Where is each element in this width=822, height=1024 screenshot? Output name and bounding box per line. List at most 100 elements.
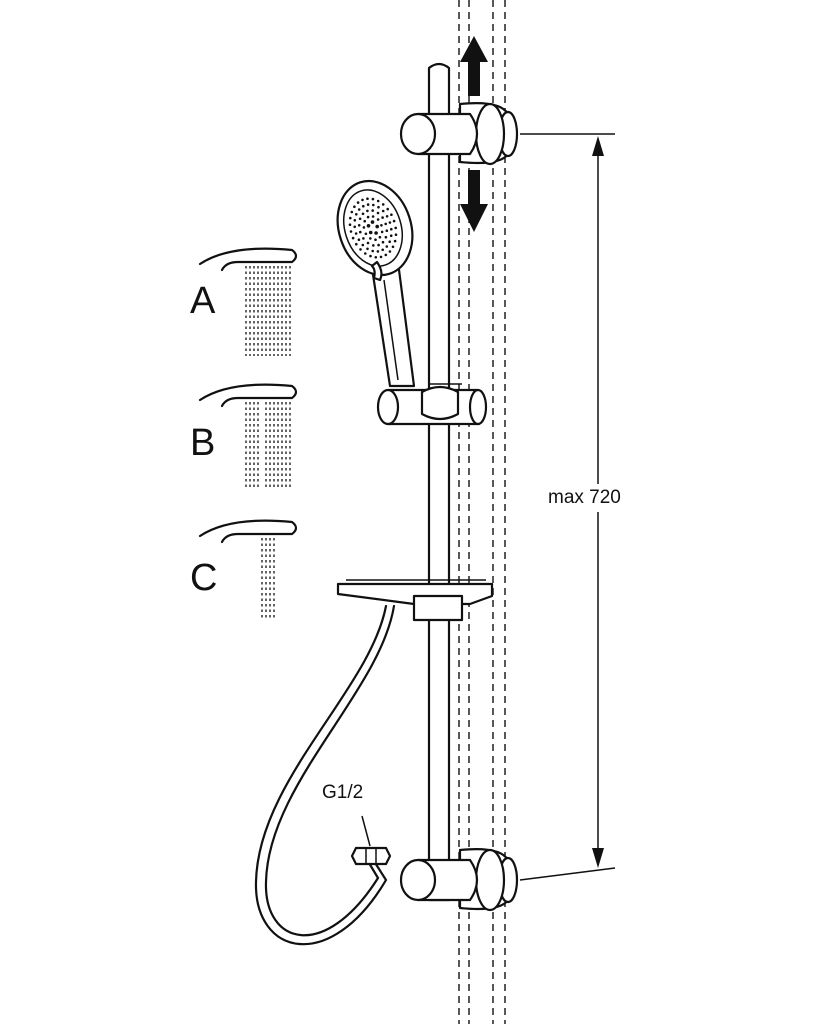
nozzle-dot xyxy=(362,237,365,240)
nozzle-dot xyxy=(361,212,365,216)
nozzle-dot xyxy=(366,247,369,251)
nozzle-dot xyxy=(355,213,358,216)
nozzle-dot xyxy=(376,211,380,215)
mode-c-label: C xyxy=(190,557,217,599)
nozzle-dot xyxy=(349,216,352,220)
nozzle-dot xyxy=(366,209,369,213)
nozzle-dot xyxy=(364,232,368,236)
hose-nut xyxy=(350,815,392,866)
dimension-label: max 720 xyxy=(548,487,621,508)
adjust-down-arrow-icon xyxy=(460,170,488,232)
nozzle-dot xyxy=(370,220,375,224)
spray-b-pattern xyxy=(245,402,291,490)
nozzle-dot xyxy=(372,203,375,207)
shower-head-nozzles xyxy=(348,197,398,259)
nozzle-dot xyxy=(372,244,375,247)
nozzle-dot xyxy=(388,240,392,243)
nozzle-dot xyxy=(381,216,384,219)
nozzle-dot xyxy=(376,218,380,221)
nozzle-dot xyxy=(362,226,366,229)
nozzle-dot xyxy=(349,230,353,233)
spray-mode-a-icon xyxy=(198,247,298,356)
nozzle-dot xyxy=(389,234,393,237)
nozzle-dot xyxy=(384,222,388,226)
nozzle-dot xyxy=(358,217,362,221)
nozzle-dot xyxy=(393,239,397,243)
nozzle-dot xyxy=(369,254,372,258)
thread-size-label: G1/2 xyxy=(322,782,363,803)
nozzle-dot xyxy=(366,197,369,200)
nozzle-dot xyxy=(354,232,358,235)
mode-b-label: B xyxy=(190,422,215,464)
nozzle-dot xyxy=(379,255,383,259)
nozzle-dot xyxy=(391,245,395,249)
nozzle-dot xyxy=(385,229,389,232)
nozzle-dot xyxy=(380,230,384,234)
shower-hose xyxy=(254,604,396,946)
nozzle-dot xyxy=(376,199,380,203)
nozzle-dot xyxy=(390,227,393,231)
nozzle-dot xyxy=(356,201,360,204)
nozzle-dot xyxy=(366,215,370,219)
nozzle-dot xyxy=(374,238,377,241)
nozzle-dot xyxy=(371,209,375,212)
nozzle-dot xyxy=(357,224,361,227)
nozzle-dot xyxy=(359,230,362,234)
hand-shower xyxy=(336,179,416,388)
nozzle-dot xyxy=(381,203,385,206)
nozzle-dot xyxy=(374,231,378,235)
mode-a-label: A xyxy=(190,280,216,322)
nozzle-dot xyxy=(361,243,365,247)
slide-rail xyxy=(427,62,451,902)
nozzle-dot xyxy=(351,236,355,240)
nozzle-dot xyxy=(363,219,367,223)
nozzle-dot xyxy=(378,235,382,239)
nozzle-dot xyxy=(381,240,385,244)
nozzle-dot xyxy=(381,248,385,252)
soap-dish xyxy=(336,579,494,622)
adjust-up-arrow-icon xyxy=(460,36,488,96)
nozzle-dot xyxy=(377,205,380,209)
nozzle-dot xyxy=(384,253,388,257)
nozzle-dot xyxy=(364,252,367,255)
nozzle-dot xyxy=(392,219,396,223)
nozzle-dot xyxy=(357,238,361,241)
nozzle-dot xyxy=(394,226,398,230)
nozzle-dot xyxy=(385,245,389,248)
nozzle-dot xyxy=(348,223,352,226)
nozzle-dot xyxy=(388,221,392,224)
nozzle-dot xyxy=(359,248,362,251)
nozzle-dot xyxy=(384,235,388,239)
nozzle-dot xyxy=(362,204,365,208)
bottom-wall-bracket xyxy=(399,848,519,912)
nozzle-dot xyxy=(388,250,392,253)
nozzle-dot xyxy=(369,237,372,240)
nozzle-dot xyxy=(353,205,356,208)
top-wall-bracket xyxy=(399,102,519,166)
nozzle-dot xyxy=(390,213,393,216)
nozzle-dot xyxy=(371,215,375,218)
nozzle-dot xyxy=(380,224,383,227)
nozzle-dot xyxy=(355,242,358,246)
nozzle-dot xyxy=(374,255,378,259)
nozzle-dot xyxy=(371,197,375,201)
nozzle-dot xyxy=(353,225,357,229)
nozzle-dot xyxy=(377,243,380,247)
nozzle-dot xyxy=(394,233,398,236)
nozzle-dot xyxy=(366,203,370,206)
nozzle-dot xyxy=(353,219,357,222)
spray-c-pattern xyxy=(261,538,275,618)
nozzle-dot xyxy=(361,198,364,202)
slider-holder xyxy=(376,383,488,426)
height-dimension xyxy=(519,133,616,881)
nozzle-dot xyxy=(366,224,371,228)
nozzle-dot xyxy=(371,249,375,253)
spray-mode-b-icon xyxy=(198,383,298,490)
nozzle-dot xyxy=(357,208,361,211)
nozzle-dot xyxy=(376,250,380,253)
nozzle-dot xyxy=(375,224,380,229)
nozzle-dot xyxy=(381,209,385,213)
nozzle-dot xyxy=(368,230,373,235)
spray-mode-c-icon xyxy=(198,519,298,618)
